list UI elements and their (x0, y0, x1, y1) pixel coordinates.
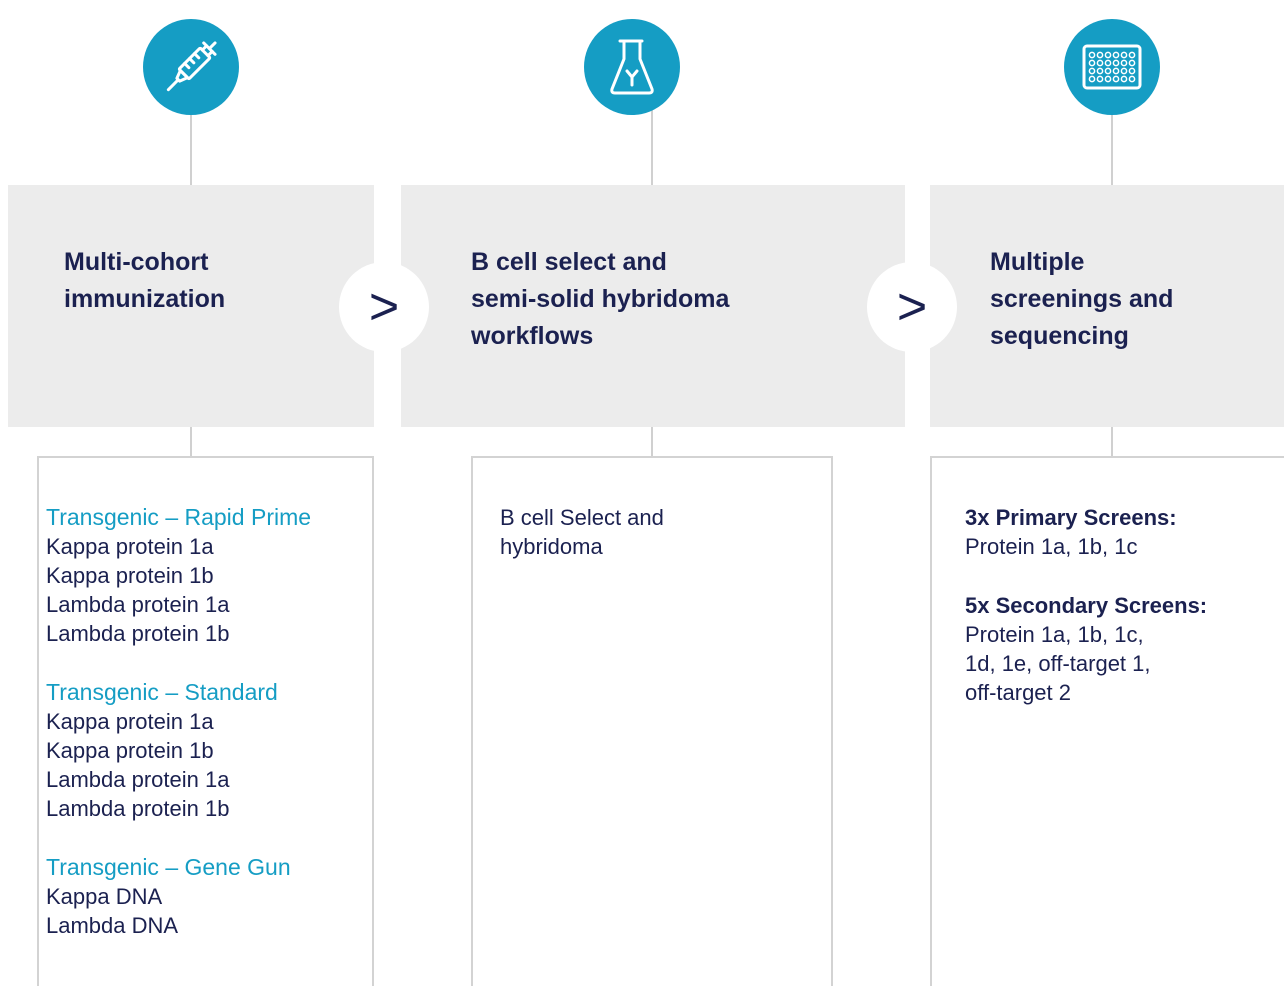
cohort-heading: Transgenic – Gene Gun (46, 854, 291, 880)
detail-box-hybridoma: B cell Select and hybridoma (471, 456, 833, 986)
plate-well (1128, 75, 1136, 83)
syringe-icon (143, 19, 239, 115)
plate-well (1120, 67, 1128, 75)
next-step-arrow: > (867, 262, 957, 352)
plate-well (1112, 51, 1120, 59)
next-step-arrow: > (339, 262, 429, 352)
connector-line (190, 427, 192, 456)
connector-line (190, 110, 192, 185)
cohort-group: Transgenic – Standard Kappa protein 1a K… (46, 678, 311, 823)
plate-well (1096, 59, 1104, 67)
cohort-items: Kappa protein 1a Kappa protein 1b Lambda… (46, 709, 230, 821)
plate-well (1120, 51, 1128, 59)
plate-well (1128, 67, 1136, 75)
step-panel-screening (930, 185, 1284, 427)
plate-well (1096, 67, 1104, 75)
screen-group: 5x Secondary Screens: Protein 1a, 1b, 1c… (965, 591, 1207, 707)
plate-well (1088, 51, 1096, 59)
step-panel-immunization (8, 185, 374, 427)
cohort-heading: Transgenic – Standard (46, 679, 278, 705)
plate-well (1104, 67, 1112, 75)
step-title: Multiple screenings and sequencing (990, 248, 1174, 350)
connector-line (1111, 110, 1113, 185)
plate-well (1088, 59, 1096, 67)
plate-well (1096, 75, 1104, 83)
screen-items: Protein 1a, 1b, 1c (965, 534, 1138, 559)
connector-line (1111, 427, 1113, 456)
cohort-group: Transgenic – Rapid Prime Kappa protein 1… (46, 503, 311, 648)
plate-well (1104, 75, 1112, 83)
plate-well (1112, 59, 1120, 67)
cohort-group: Transgenic – Gene Gun Kappa DNA Lambda D… (46, 853, 311, 940)
screen-heading: 5x Secondary Screens: (965, 593, 1208, 618)
cohort-heading: Transgenic – Rapid Prime (46, 504, 312, 530)
step-title: B cell select and semi-solid hybridoma w… (471, 248, 730, 350)
step-panel-hybridoma (401, 185, 905, 427)
cohort-items: Kappa protein 1a Kappa protein 1b Lambda… (46, 534, 230, 646)
step-title: Multi-cohort immunization (64, 248, 226, 313)
plate-well (1088, 75, 1096, 83)
detail-box-immunization: Transgenic – Rapid Prime Kappa protein 1… (37, 456, 374, 986)
screen-heading: 3x Primary Screens: (965, 505, 1177, 530)
well-plate-icon (1064, 19, 1160, 115)
plate-well (1120, 75, 1128, 83)
plate-well (1128, 59, 1136, 67)
plate-well (1104, 59, 1112, 67)
arrow-glyph: > (896, 278, 928, 336)
flask-antibody-icon (584, 19, 680, 115)
connector-line (651, 427, 653, 456)
plate-well (1112, 67, 1120, 75)
cohort-items: Kappa DNA Lambda DNA (46, 884, 179, 938)
detail-box-screening: 3x Primary Screens: Protein 1a, 1b, 1c 5… (930, 456, 1284, 986)
plate-well (1096, 51, 1104, 59)
plate-well (1112, 75, 1120, 83)
plate-well (1104, 51, 1112, 59)
workflow-description: B cell Select and hybridoma (500, 505, 664, 559)
plate-well (1128, 51, 1136, 59)
screen-group: 3x Primary Screens: Protein 1a, 1b, 1c (965, 503, 1207, 561)
plate-well (1120, 59, 1128, 67)
screen-items: Protein 1a, 1b, 1c, 1d, 1e, off-target 1… (965, 622, 1151, 705)
plate-well (1088, 67, 1096, 75)
arrow-glyph: > (368, 278, 400, 336)
connector-line (651, 110, 653, 185)
